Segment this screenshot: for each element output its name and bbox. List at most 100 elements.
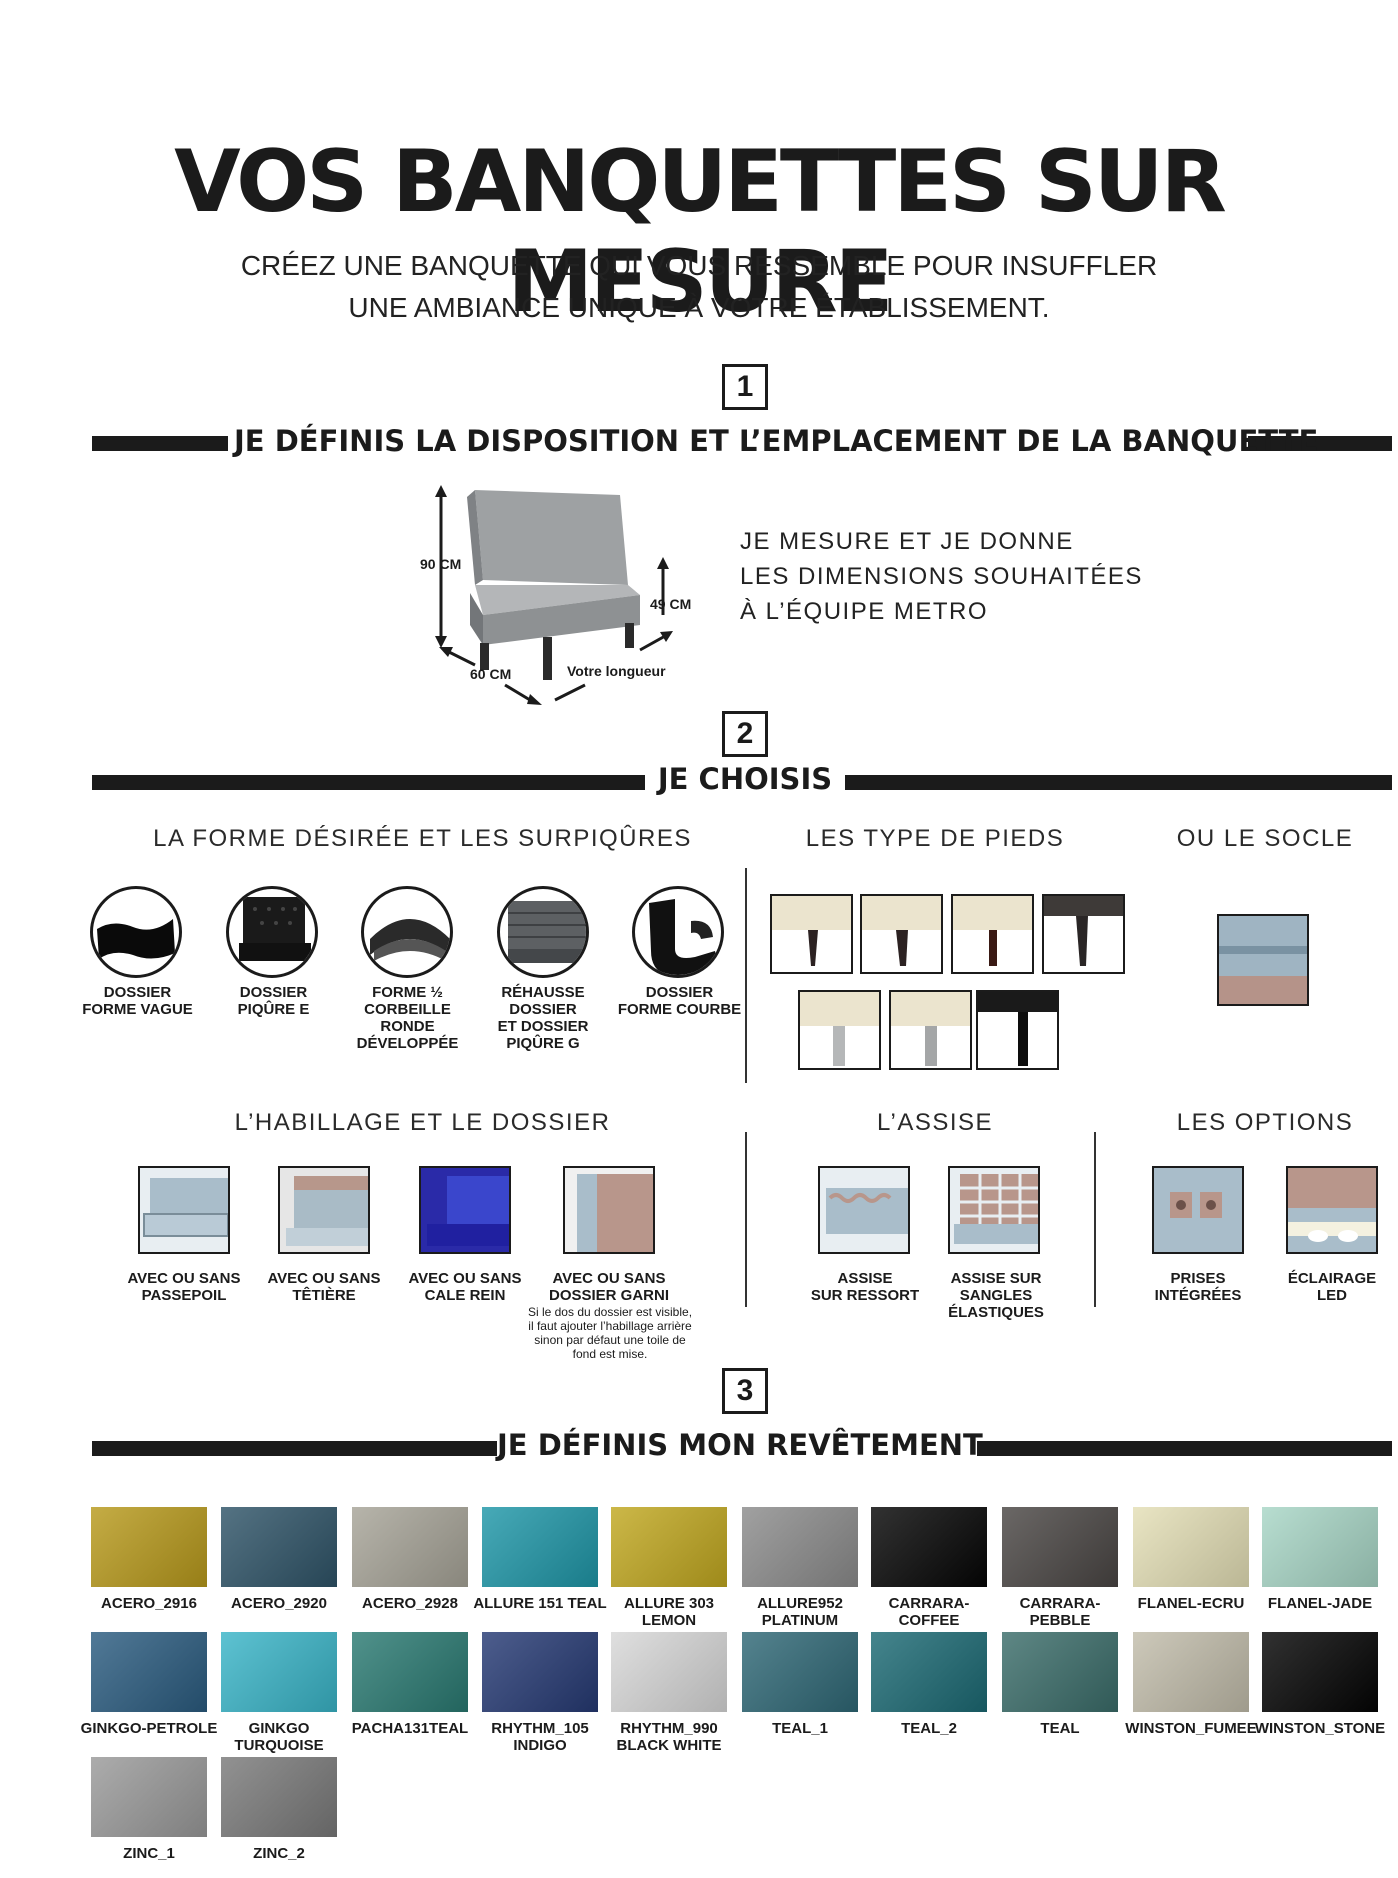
forme-caption-2: DOSSIER PIQÛRE E: [237, 984, 310, 1018]
section-divider-2: [745, 1132, 747, 1307]
options-section-title: LES OPTIONS: [1176, 1109, 1354, 1136]
fabric-swatch-label: TEAL: [1040, 1720, 1080, 1737]
assise-caption-1: ASSISE SUR RESSORT: [810, 1270, 920, 1304]
fabric-swatch: [1262, 1632, 1378, 1712]
forme-caption-4: RÉHAUSSE DOSSIER ET DOSSIER PIQÛRE G: [497, 984, 589, 1052]
option-caption-1: PRISES INTÉGRÉES: [1154, 1270, 1242, 1304]
fabric-swatch-label: TEAL_2: [901, 1720, 957, 1737]
fabric-swatch: [482, 1507, 598, 1587]
fabric-swatch-label: ZINC_1: [123, 1845, 175, 1862]
dimension-length-label: Votre longueur: [567, 663, 666, 679]
pied-option-1: [770, 894, 853, 974]
measure-line-3: À L’ÉQUIPE METRO: [740, 598, 989, 625]
fabric-swatch: [221, 1757, 337, 1837]
fabric-swatch-label: FLANEL-JADE: [1267, 1595, 1373, 1612]
habillage-tetiere-image: [278, 1166, 370, 1254]
forme-section-title: LA FORME DÉSIRÉE ET LES SURPIQÛRES: [153, 825, 692, 852]
pieds-section-title: LES TYPE DE PIEDS: [805, 825, 1065, 852]
habillage-caption-2: AVEC OU SANS TÊTIÈRE: [267, 1270, 381, 1304]
habillage-caption-4: AVEC OU SANS DOSSIER GARNI: [548, 1270, 669, 1304]
fabric-swatch: [871, 1632, 987, 1712]
assise-section-title: L’ASSISE: [876, 1109, 994, 1136]
fabric-swatch-label: ZINC_2: [253, 1845, 305, 1862]
assise-sangles-image: [948, 1166, 1040, 1254]
measure-instruction: JE MESURE ET JE DONNE LES DIMENSIONS SOU…: [740, 524, 1143, 629]
forme-caption-3: FORME ½ CORBEILLE RONDE DÉVELOPPÉE: [356, 984, 459, 1052]
socle-image: [1217, 914, 1309, 1006]
step-2-heading: JE CHOISIS: [645, 762, 845, 796]
fabric-swatch-label: ACERO_2916: [101, 1595, 197, 1612]
dimension-height-label: 90 CM: [420, 556, 462, 572]
measure-line-2: LES DIMENSIONS SOUHAITÉES: [740, 563, 1143, 590]
fabric-swatch: [91, 1507, 207, 1587]
step-3-number: 3: [722, 1368, 768, 1414]
option-prises-image: [1152, 1166, 1244, 1254]
assise-ressort-image: [818, 1166, 910, 1254]
pied-option-7: [976, 990, 1059, 1070]
forme-caption-5: DOSSIER FORME COURBE: [617, 984, 742, 1018]
pied-option-5: [798, 990, 881, 1070]
fabric-swatch: [482, 1632, 598, 1712]
forme-vague-image: [90, 886, 182, 978]
fabric-swatch-label: ACERO_2928: [362, 1595, 458, 1612]
fabric-swatch: [1002, 1632, 1118, 1712]
fabric-swatch: [871, 1507, 987, 1587]
habillage-caption-3: AVEC OU SANS CALE REIN: [408, 1270, 522, 1304]
fabric-swatch: [742, 1507, 858, 1587]
fabric-swatch: [1262, 1507, 1378, 1587]
dimension-seat-height-label: 49 CM: [650, 596, 692, 612]
fabric-swatch-label: ACERO_2920: [231, 1595, 327, 1612]
fabric-swatch: [221, 1507, 337, 1587]
fabric-swatch: [611, 1632, 727, 1712]
socle-section-title: OU LE SOCLE: [1176, 825, 1354, 852]
fabric-swatch: [1133, 1632, 1249, 1712]
fabric-swatch: [742, 1632, 858, 1712]
habillage-section-title: L’HABILLAGE ET LE DOSSIER: [234, 1109, 611, 1136]
subtitle-line-2: UNE AMBIANCE UNIQUE À VOTRE ÉTABLISSEMEN…: [348, 292, 1050, 323]
section-divider-1: [745, 868, 747, 1083]
measure-line-1: JE MESURE ET JE DONNE: [740, 528, 1074, 555]
fabric-swatch: [352, 1632, 468, 1712]
forme-courbe-image: [632, 886, 724, 978]
fabric-swatch: [1133, 1507, 1249, 1587]
page-title: VOS BANQUETTES SUR MESURE: [174, 132, 1227, 332]
banquette-dimension-diagram: [435, 485, 673, 705]
dimension-depth-label: 60 CM: [470, 666, 512, 682]
pied-option-2: [860, 894, 943, 974]
habillage-dossier-garni-image: [563, 1166, 655, 1254]
fabric-swatch-label: GINKGO-PETROLE: [80, 1720, 218, 1737]
fabric-swatch: [221, 1632, 337, 1712]
fabric-swatch: [352, 1507, 468, 1587]
forme-corbeille-image: [361, 886, 453, 978]
forme-caption-1: DOSSIER FORME VAGUE: [82, 984, 193, 1018]
pied-option-3: [951, 894, 1034, 974]
subtitle-line-1: CRÉEZ UNE BANQUETTE QUI VOUS RESSEMBLE P…: [240, 250, 1158, 281]
fabric-swatch: [1002, 1507, 1118, 1587]
pied-option-6: [889, 990, 972, 1070]
fabric-swatch: [91, 1632, 207, 1712]
fabric-swatch: [91, 1757, 207, 1837]
step-1-heading: JE DÉFINIS LA DISPOSITION ET L’EMPLACEME…: [228, 424, 1318, 458]
option-caption-2: ÉCLAIRAGE LED: [1287, 1270, 1377, 1304]
habillage-caption-1: AVEC OU SANS PASSEPOIL: [127, 1270, 241, 1304]
step-3-heading: JE DÉFINIS MON REVÊTEMENT: [497, 1428, 983, 1462]
fabric-swatch-label: WINSTON_STONE: [1254, 1720, 1386, 1737]
pied-option-4: [1042, 894, 1125, 974]
fabric-swatch: [611, 1507, 727, 1587]
habillage-note: Si le dos du dossier est visible, il fau…: [527, 1305, 693, 1361]
rehausse-dossier-image: [497, 886, 589, 978]
habillage-cale-rein-image: [419, 1166, 511, 1254]
dossier-piqure-e-image: [226, 886, 318, 978]
fabric-swatch-label: PACHA131TEAL: [351, 1720, 469, 1737]
option-eclairage-image: [1286, 1166, 1378, 1254]
habillage-passepoil-image: [138, 1166, 230, 1254]
section-divider-3: [1094, 1132, 1096, 1307]
step-2-number: 2: [722, 711, 768, 757]
fabric-swatch-label: FLANEL-ECRU: [1137, 1595, 1245, 1612]
assise-caption-2: ASSISE SUR SANGLES ÉLASTIQUES: [948, 1270, 1044, 1321]
